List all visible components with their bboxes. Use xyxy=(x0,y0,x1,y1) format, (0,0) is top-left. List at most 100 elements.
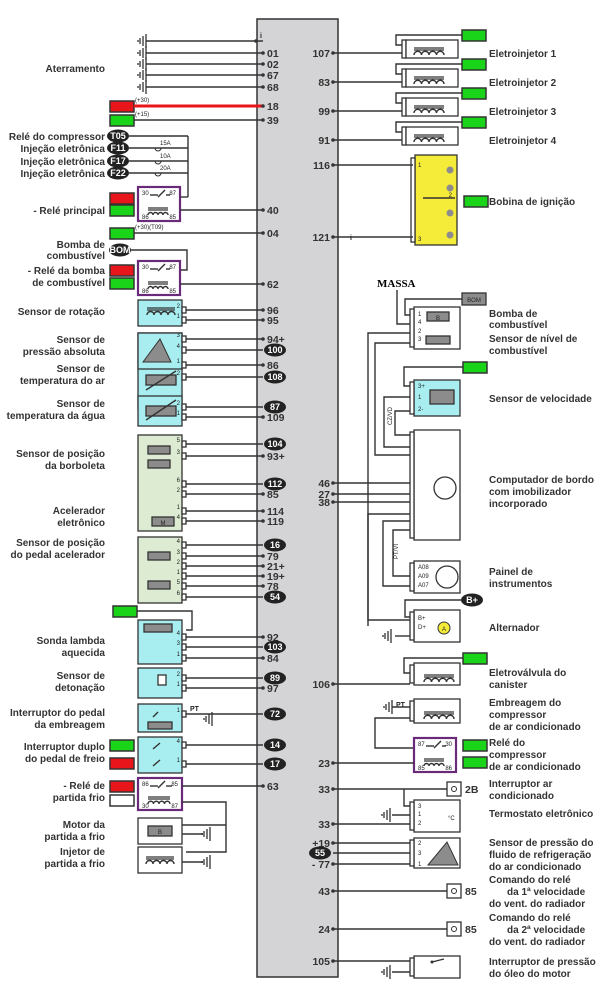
fuse-badge-shape xyxy=(107,154,129,168)
pin-dot xyxy=(261,635,265,639)
relay-box[interactable] xyxy=(412,736,458,774)
ecu-pin-label: - 77 xyxy=(312,859,330,871)
pin-dot xyxy=(261,564,265,568)
coil-icon xyxy=(413,50,445,56)
pump-symbol: B xyxy=(436,316,440,322)
ecu-pin-label: 95 xyxy=(267,315,279,327)
canister-valve[interactable] xyxy=(413,662,461,686)
pin-dot xyxy=(331,492,335,496)
sensor-label-knock: detonação xyxy=(55,683,105,694)
ecu-marker: i xyxy=(350,235,352,242)
cold-start-injector[interactable] xyxy=(137,846,183,874)
sensor-label-map: Sensor de xyxy=(57,335,106,346)
sensor-terminal: 5 xyxy=(177,438,181,444)
relay-box[interactable] xyxy=(136,259,182,297)
sensor-terminal: 1 xyxy=(177,652,181,658)
ecu-pin-label: 23 xyxy=(318,758,330,770)
power-connector-green[interactable] xyxy=(461,58,487,71)
wire xyxy=(374,342,410,456)
terminal xyxy=(409,431,415,539)
power-connector-green[interactable] xyxy=(461,29,487,42)
power-connector-green[interactable] xyxy=(463,195,489,208)
sensor-label-knock: Sensor de xyxy=(57,671,106,682)
ecu-pin-label: 38 xyxy=(318,497,330,509)
coil-icon xyxy=(145,859,175,865)
fan-label: da 1ª velocidade xyxy=(507,887,586,898)
power-connector-green[interactable] xyxy=(109,114,135,127)
canister-label: Eletroválvula do xyxy=(489,668,566,679)
fuse-badge-shape xyxy=(107,129,129,143)
sensor-label-air-temp: Sensor de xyxy=(57,364,106,375)
relay-terminal: 85 xyxy=(169,215,176,221)
board-computer[interactable] xyxy=(413,429,461,541)
sensor-label-water-temp: temperatura da água xyxy=(7,411,106,422)
ecu-block[interactable] xyxy=(256,18,339,978)
injector-1[interactable] xyxy=(405,39,459,59)
pin-dot xyxy=(331,927,335,931)
power-connector-green[interactable] xyxy=(462,361,488,374)
coil-icon xyxy=(147,800,171,805)
power-connector-green[interactable] xyxy=(109,739,135,752)
fuse-badge-shape xyxy=(107,166,129,180)
alternator-badge: B+ xyxy=(466,595,478,605)
sensor-brake[interactable] xyxy=(137,736,183,774)
power-connector-red[interactable] xyxy=(109,192,135,205)
power-connector-green[interactable] xyxy=(462,652,488,665)
power-connector-green[interactable] xyxy=(461,116,487,129)
ecu-pin-label: 19+ xyxy=(267,571,285,583)
terminal xyxy=(181,710,187,718)
power-connector-green[interactable] xyxy=(461,87,487,100)
pressure-sensor-icon xyxy=(426,841,459,866)
thermistor-icon xyxy=(145,405,177,417)
power-connector-green[interactable] xyxy=(109,204,135,217)
fan-relay-connector[interactable] xyxy=(446,921,462,937)
ecu-pin-badge-shape xyxy=(264,538,286,552)
ecu-pin-badge: 100 xyxy=(267,345,282,355)
pedal-position-sensor[interactable] xyxy=(137,536,183,604)
power-connector-red[interactable] xyxy=(109,264,135,277)
motor-symbol: B xyxy=(158,830,162,836)
power-connector-red[interactable] xyxy=(109,780,135,793)
power-connector-red[interactable] xyxy=(109,757,135,770)
relay-switch xyxy=(157,263,166,272)
power-connector-red[interactable] xyxy=(109,100,135,113)
fuel-pump-relay-label: - Relé da bomba xyxy=(28,266,106,277)
relay-terminal: 86 xyxy=(142,782,149,788)
fan-label: da 2ª velocidade xyxy=(507,925,586,936)
ground-icon xyxy=(383,700,393,714)
wire xyxy=(395,121,462,133)
injector-2[interactable] xyxy=(405,68,459,88)
alternator[interactable] xyxy=(413,609,461,643)
relay-terminal: 86 xyxy=(142,215,149,221)
relay-terminal: 87 xyxy=(169,191,176,197)
fan-conn: 85 xyxy=(465,886,477,898)
ignition-coil[interactable] xyxy=(414,154,458,246)
pin-dot xyxy=(261,519,265,523)
power-connector-green[interactable] xyxy=(462,756,488,769)
fuse-rating: 10A xyxy=(160,154,171,160)
injector-4[interactable] xyxy=(405,126,459,146)
power-connector-green[interactable] xyxy=(109,277,135,290)
ecu-pin-label: 24 xyxy=(318,924,330,936)
relay-terminal: 86 xyxy=(445,766,452,772)
ac-compressor-clutch[interactable] xyxy=(413,698,461,724)
relay-box[interactable] xyxy=(136,776,184,812)
power-connector-green[interactable] xyxy=(109,227,135,240)
power-connector-white[interactable] xyxy=(109,794,135,807)
sensor-label-water-temp: Sensor de xyxy=(57,399,106,410)
ecu-pin-badge: 112 xyxy=(268,479,283,489)
ecu-pin-badge-shape xyxy=(264,707,286,721)
ac-switch-connector[interactable] xyxy=(446,781,462,797)
power-connector-green[interactable] xyxy=(112,605,138,618)
power-connector-green[interactable] xyxy=(462,739,488,752)
sensor-terminal: 5 xyxy=(177,580,181,586)
oil-pressure-switch[interactable] xyxy=(413,955,461,979)
terminal xyxy=(181,760,187,768)
fan-relay-connector[interactable] xyxy=(446,883,462,899)
terminal xyxy=(410,157,416,243)
sensor-terminal: 1 xyxy=(177,758,181,764)
injector-3[interactable] xyxy=(405,97,459,117)
relay-box[interactable] xyxy=(136,185,182,223)
fuel-pump-badge: BOM xyxy=(467,298,481,304)
terminal xyxy=(409,700,415,722)
